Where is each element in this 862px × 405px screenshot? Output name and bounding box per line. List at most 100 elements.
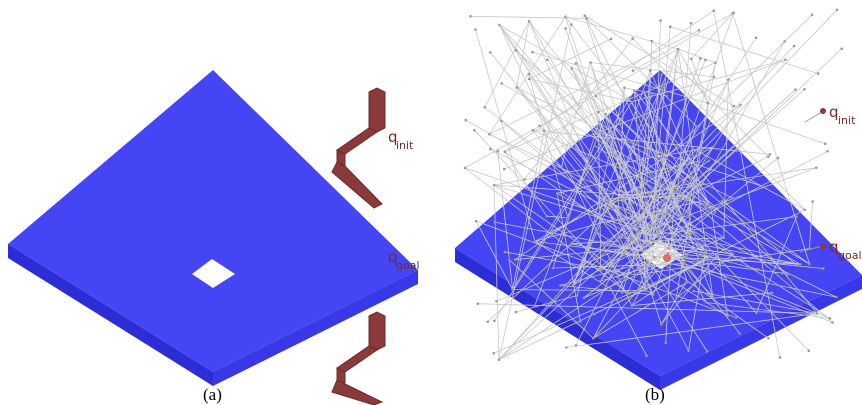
graph-node xyxy=(669,25,672,29)
graph-node xyxy=(687,194,691,198)
graph-node xyxy=(583,14,586,17)
graph-edge xyxy=(665,14,813,158)
graph-node xyxy=(651,92,654,95)
graph-node xyxy=(704,58,707,62)
graph-edge xyxy=(484,106,623,216)
graph-edge xyxy=(610,288,647,356)
graph-node xyxy=(738,331,741,335)
graph-node xyxy=(823,142,827,145)
graph-node xyxy=(828,317,832,320)
graph-node xyxy=(816,72,820,75)
graph-node xyxy=(637,221,641,225)
graph-edge xyxy=(652,219,672,242)
graph-edge xyxy=(633,90,818,314)
q-init-b-main: q xyxy=(829,103,839,121)
graph-node xyxy=(716,253,719,256)
graph-edge xyxy=(528,21,636,276)
graph-edge xyxy=(528,73,708,352)
q-init-b-node xyxy=(820,108,826,114)
graph-node xyxy=(612,200,616,203)
graph-node xyxy=(613,217,616,221)
graph-edge xyxy=(626,274,636,294)
graph-edge xyxy=(493,184,654,296)
graph-edge xyxy=(484,21,530,108)
graph-node xyxy=(527,20,531,23)
graph-edge xyxy=(586,18,697,127)
graph-node xyxy=(663,212,666,215)
graph-edge xyxy=(606,213,665,223)
graph-node xyxy=(493,220,497,224)
graph-node xyxy=(722,236,726,239)
graph-node xyxy=(631,69,635,72)
graph-edge xyxy=(565,16,679,50)
graph-node xyxy=(734,316,738,319)
graph-node xyxy=(617,240,620,243)
graph-edge xyxy=(632,38,806,211)
graph-node xyxy=(592,312,596,316)
graph-node xyxy=(709,207,713,210)
graph-edge xyxy=(691,12,733,60)
graph-node xyxy=(628,223,631,226)
graph-edge xyxy=(676,23,692,210)
graph-node xyxy=(720,199,724,203)
graph-node xyxy=(633,89,636,92)
graph-node xyxy=(815,166,818,169)
graph-edge xyxy=(643,91,712,209)
graph-node xyxy=(642,90,646,94)
graph-node xyxy=(488,133,491,136)
graph-edge xyxy=(594,145,801,265)
graph-node xyxy=(726,314,729,318)
caption-b: (b) xyxy=(645,385,665,404)
graph-edge xyxy=(595,95,788,275)
graph-node xyxy=(632,201,635,205)
graph-node xyxy=(803,88,806,91)
graph-edge xyxy=(684,263,833,323)
graph-edge xyxy=(474,129,628,294)
graph-node xyxy=(731,11,734,15)
graph-edge xyxy=(651,40,769,157)
graph-node xyxy=(732,104,736,108)
graph-edge xyxy=(660,281,687,325)
graph-node xyxy=(727,78,730,81)
graph-edge xyxy=(528,73,569,218)
graph-node xyxy=(492,183,496,187)
graph-node xyxy=(840,47,843,50)
graph-node xyxy=(585,17,588,20)
graph-node xyxy=(792,44,796,48)
graph-node xyxy=(609,37,613,41)
graph-node xyxy=(464,118,468,122)
graph-edge xyxy=(595,95,709,206)
arm-init-a xyxy=(331,87,386,209)
graph-edge xyxy=(602,190,676,245)
graph-node xyxy=(697,159,701,163)
graph-node xyxy=(731,197,734,200)
graph-edge xyxy=(516,21,530,88)
graph-edge xyxy=(547,59,640,193)
plate-b-side-front xyxy=(455,248,660,390)
graph-node xyxy=(675,295,678,299)
graph-node xyxy=(576,294,579,297)
graph-edge xyxy=(504,10,714,153)
graph-node xyxy=(689,232,693,236)
graph-edge xyxy=(553,263,685,269)
graph-node xyxy=(810,13,814,17)
graph-edge xyxy=(524,38,634,180)
graph-node xyxy=(574,344,578,347)
graph-node xyxy=(669,218,672,221)
graph-node xyxy=(508,258,511,262)
graph-edge xyxy=(677,48,716,64)
graph-node xyxy=(709,253,712,256)
graph-node xyxy=(630,100,634,103)
graph-node xyxy=(474,28,477,31)
graph-node xyxy=(533,304,536,308)
graph-node xyxy=(731,252,735,256)
graph-node xyxy=(705,350,709,353)
graph-node xyxy=(593,144,596,148)
graph-node xyxy=(527,72,530,76)
graph-node xyxy=(589,61,592,64)
graph-node xyxy=(597,131,600,134)
graph-edge xyxy=(643,249,824,269)
graph-node xyxy=(503,150,507,153)
graph-edge xyxy=(560,285,654,296)
graph-edge xyxy=(504,251,636,276)
